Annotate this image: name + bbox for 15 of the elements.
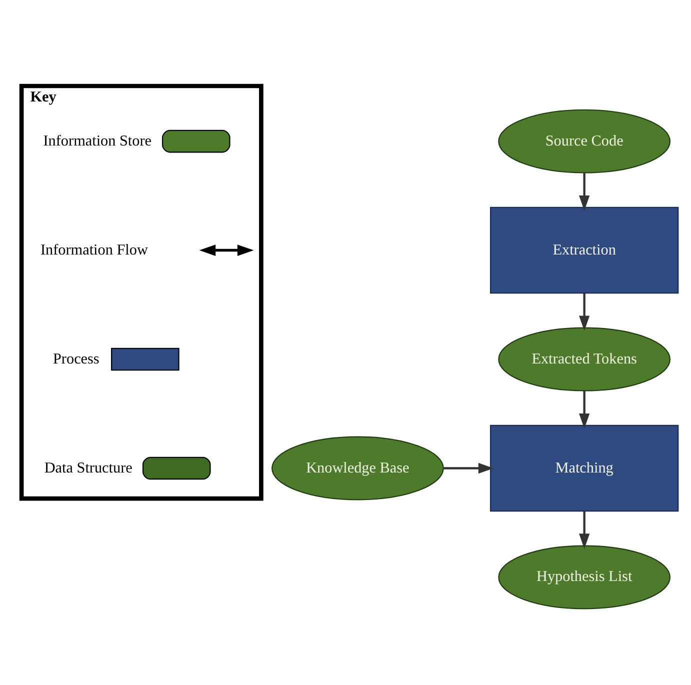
- node-ellipse: Source Code: [498, 108, 671, 173]
- node-ellipse: Extracted Tokens: [498, 326, 671, 391]
- arrow: [444, 462, 494, 474]
- arrow: [579, 510, 590, 548]
- legend-label: Process: [53, 350, 100, 367]
- node-ellipse: Hypothesis List: [498, 544, 671, 609]
- arrow: [579, 292, 590, 330]
- arrow: [579, 172, 590, 210]
- arrow: [579, 390, 590, 428]
- node-ellipse: Knowledge Base: [272, 436, 444, 500]
- legend-label: Information Flow: [40, 240, 148, 258]
- node-box: Extraction: [490, 206, 679, 294]
- legend-label: Data Structure: [44, 458, 132, 476]
- legend-label: Information Store: [43, 132, 152, 149]
- node-box: Matching: [490, 424, 679, 512]
